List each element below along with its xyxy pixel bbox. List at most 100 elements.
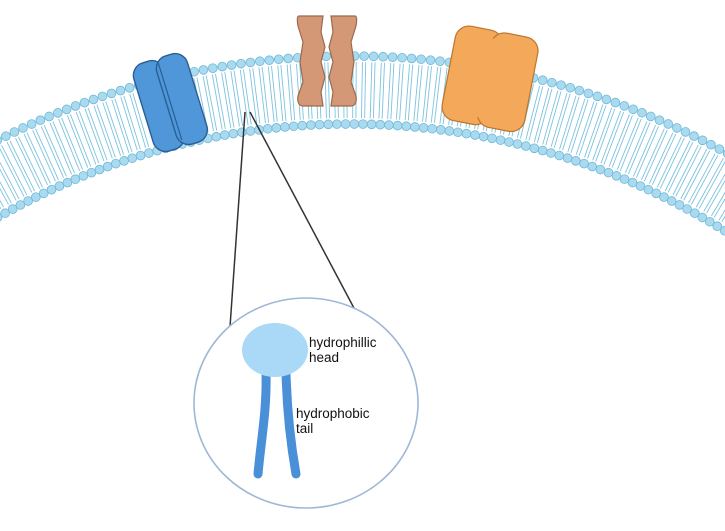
lipid-tail [627, 122, 651, 175]
lipid-tail [553, 93, 571, 148]
lipid-head-inner [651, 188, 661, 199]
lipid-tail [258, 67, 266, 124]
lipid-head-inner [144, 148, 154, 158]
lipid-head-inner [111, 158, 121, 169]
lipid-tail [635, 126, 660, 178]
lipid-tail [608, 114, 630, 167]
lipid-tail [413, 65, 420, 121]
lipid-head-inner [7, 204, 18, 214]
lipid-head-inner [78, 171, 89, 181]
lipid-tail [399, 63, 404, 120]
lipid-head-inner [427, 123, 437, 134]
lipid-head-inner [529, 143, 540, 154]
lipid-head-inner [635, 181, 646, 191]
lipid-head-inner [453, 127, 463, 138]
lipid-tail [680, 149, 708, 200]
lipid-tail [587, 105, 607, 159]
lipid-tail [120, 96, 138, 151]
lipid-tail [641, 128, 665, 181]
lipid-tail [675, 146, 702, 197]
lipid-tail [205, 75, 218, 131]
lipid-tail [40, 126, 64, 178]
lipid-head-inner [495, 135, 506, 145]
blue-protein-icon [132, 52, 209, 153]
lipid-tail [698, 160, 725, 209]
lipid-head-inner [127, 153, 138, 163]
lipid-tail [111, 99, 130, 154]
lipid-head-outer [425, 55, 436, 65]
tail-label-line-1: hydrophobic [296, 406, 370, 421]
lipid-head-inner [119, 156, 129, 166]
lipid-head-outer [387, 52, 398, 62]
lipid-tail [58, 118, 81, 172]
lipid-tail [718, 209, 725, 221]
lipid-head-inner [31, 192, 41, 202]
head-label-line-1: hydrophillic [309, 335, 377, 350]
lipid-tail [249, 68, 258, 125]
lipid-tail [706, 179, 725, 214]
lipid-head-outer [124, 83, 135, 93]
lipid-tail [61, 117, 84, 170]
lipid-head-inner [94, 164, 105, 175]
lipid-head-inner [358, 119, 368, 129]
lipid-head-inner [704, 216, 715, 227]
lipid-tail [711, 191, 725, 217]
hydrophilic-head-label: hydrophillic head [309, 335, 377, 365]
lipid-tail [277, 65, 284, 122]
hydrophobic-tail-label: hydrophobic tail [296, 406, 370, 436]
lipid-head-inner [674, 200, 685, 210]
lipid-tail [224, 72, 235, 128]
lipid-head-inner [546, 148, 556, 158]
lipid-head-outer [79, 97, 90, 108]
lipid-head-inner [521, 141, 531, 151]
lipid-tail [69, 114, 92, 167]
lipid-head-outer [619, 101, 630, 111]
lipid-tail [23, 133, 48, 186]
lipid-tail [267, 66, 275, 123]
lipid-head-outer [359, 51, 369, 61]
lipid-tail [550, 92, 568, 147]
lipid-tail [252, 68, 261, 124]
lipid-head-inner [220, 130, 230, 140]
lipid-tail [286, 64, 292, 121]
lipid-tail [659, 137, 685, 189]
lipid-head-inner [587, 161, 597, 172]
lipid-head-inner [554, 150, 565, 161]
lipid-tail [632, 124, 657, 177]
lipid-head-outer [592, 91, 603, 102]
lipid-head-inner [595, 164, 606, 175]
lipid-head-inner [659, 192, 669, 202]
lipid-tail [542, 90, 559, 145]
lipid-head-outer [0, 136, 3, 145]
lipid-tail [656, 136, 682, 188]
lipid-head-outer [1, 131, 11, 141]
lipid-head-outer [565, 82, 576, 93]
lipid-tail [567, 98, 586, 153]
lipid-head-outer [264, 55, 275, 65]
lipid-head-outer [378, 51, 388, 62]
lipid-tail [651, 133, 677, 186]
lipid-tail [416, 65, 423, 122]
lipid-head-inner [349, 119, 360, 129]
lipid-head-outer [26, 119, 37, 129]
lipid-head-outer [435, 56, 445, 67]
lipid-tail [378, 62, 382, 119]
lipid-tail [562, 96, 580, 151]
lipid-head-outer [574, 85, 585, 96]
lipid-tail [664, 140, 691, 192]
lipid-tail [688, 153, 716, 204]
lipid-tail [66, 115, 89, 168]
lipid-head-inner [288, 121, 299, 132]
tail-label-line-2: tail [296, 421, 314, 436]
lipid-tail [648, 132, 674, 184]
lipid-tail [202, 76, 215, 132]
lipid-head-outer [706, 139, 716, 150]
lipid-tail [603, 111, 625, 165]
lipid-head-outer [547, 77, 557, 88]
lipid-head-inner [619, 174, 630, 184]
lipid-tail [0, 148, 25, 197]
lipid-tail [430, 66, 439, 123]
lipid-head-inner [392, 120, 403, 131]
lipid-tail [52, 121, 75, 174]
lipid-tail [584, 104, 604, 158]
